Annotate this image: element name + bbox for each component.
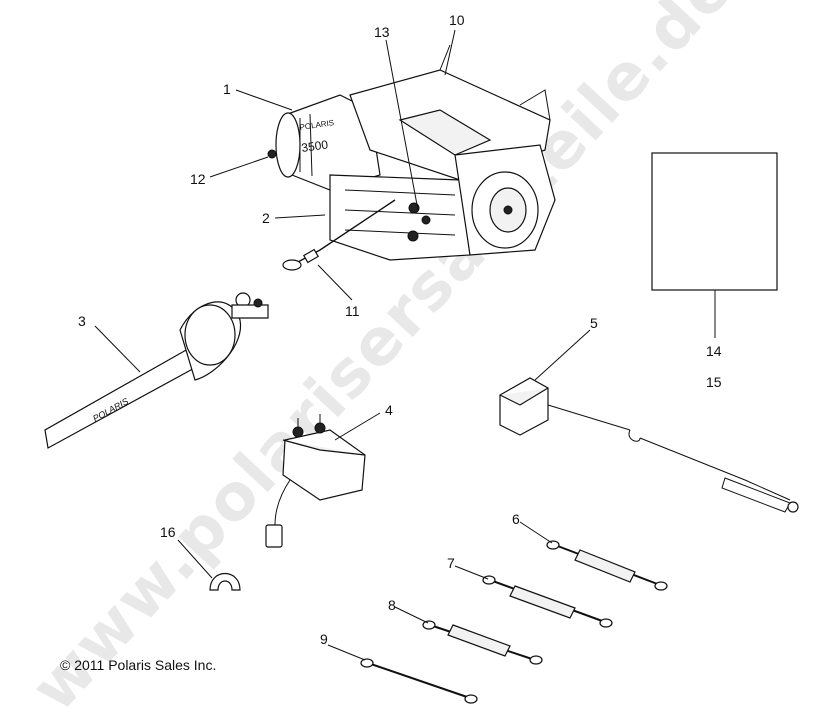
callout-11: 11 [345, 303, 360, 319]
leader-lines [94, 29, 716, 661]
callout-15: 15 [706, 374, 722, 390]
cable-9-part [360, 658, 478, 704]
winch-strap-part: POLARIS [44, 292, 269, 449]
callout-1: 1 [223, 81, 231, 97]
callout-9: 9 [320, 631, 328, 647]
copyright-text: © 2011 Polaris Sales Inc. [60, 657, 216, 673]
kit-box [651, 152, 778, 291]
callout-14: 14 [706, 343, 722, 359]
callout-4: 4 [385, 402, 393, 418]
winch-model-text: 3500 [300, 137, 329, 155]
callout-3: 3 [78, 313, 86, 329]
cable-8-part [422, 620, 543, 665]
callout-6: 6 [512, 511, 520, 527]
callout-12: 12 [190, 171, 206, 187]
contactor-part [265, 414, 366, 548]
callout-5: 5 [590, 315, 598, 331]
cable-6-part [546, 540, 668, 591]
winch-assembly: POLARIS 3500 [267, 44, 556, 271]
cable-7-part [482, 575, 613, 628]
callout-8: 8 [388, 597, 396, 613]
callout-13: 13 [374, 24, 390, 40]
callout-7: 7 [447, 555, 455, 571]
callout-labels: 1 2 3 4 5 6 7 8 9 10 11 12 13 14 15 16 [78, 12, 722, 647]
switch-harness-part [499, 377, 799, 513]
clip-16-part [209, 573, 241, 591]
callout-16: 16 [160, 524, 176, 540]
callout-10: 10 [449, 12, 465, 28]
callout-2: 2 [262, 210, 270, 226]
